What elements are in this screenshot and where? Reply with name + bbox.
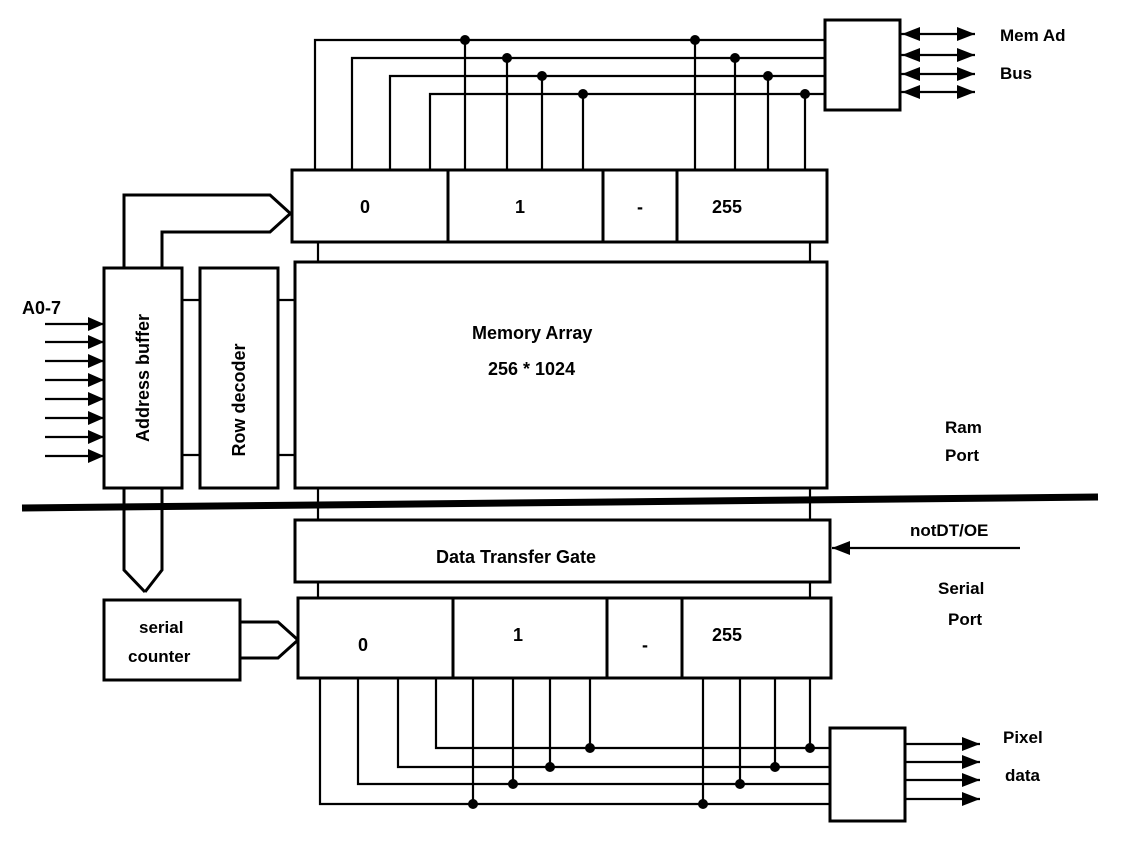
mem-ad-bus-buffer bbox=[823, 18, 902, 112]
address-input-arrows bbox=[45, 317, 104, 463]
bottom-register-cell-1: 1 bbox=[513, 625, 523, 645]
serial-label: Serial bbox=[938, 579, 984, 598]
bottom-register: 0 1 - 255 bbox=[296, 596, 833, 680]
top-register-cell-dash: - bbox=[637, 197, 643, 217]
pixel-data-arrows bbox=[905, 737, 980, 806]
data-label: data bbox=[1005, 766, 1041, 785]
top-register-cell-0: 0 bbox=[360, 197, 370, 217]
top-bus-wiring bbox=[313, 35, 825, 170]
pixel-output-buffer bbox=[828, 726, 907, 823]
top-register: 0 1 - 255 bbox=[290, 168, 829, 244]
row-decoder-label: Row decoder bbox=[229, 343, 249, 456]
buffer-decoder-links bbox=[182, 298, 295, 457]
address-to-serial-counter-route bbox=[122, 488, 164, 594]
bottom-register-cell-255: 255 bbox=[712, 625, 742, 645]
port-divider bbox=[21, 493, 1099, 512]
address-buffer bbox=[102, 266, 184, 490]
address-buffer-label: Address buffer bbox=[133, 314, 153, 442]
data-transfer-gate-label: Data Transfer Gate bbox=[436, 547, 596, 567]
bottom-register-cell-dash: - bbox=[642, 635, 648, 655]
serial-counter bbox=[102, 598, 242, 682]
a0-7-label: A0-7 bbox=[22, 298, 61, 318]
bus-label: Bus bbox=[1000, 64, 1032, 83]
not-dt-oe-label: notDT/OE bbox=[910, 521, 988, 540]
address-to-top-register-route bbox=[122, 193, 294, 268]
memory-array-size: 256 * 1024 bbox=[488, 359, 575, 379]
not-dt-oe-arrow bbox=[832, 541, 850, 555]
serial-counter-line2: counter bbox=[128, 647, 191, 666]
serial-port-label: Port bbox=[948, 610, 982, 629]
mem-ad-label: Mem Ad bbox=[1000, 26, 1066, 45]
serial-counter-line1: serial bbox=[139, 618, 183, 637]
memory-array bbox=[293, 260, 829, 490]
top-register-cell-255: 255 bbox=[712, 197, 742, 217]
top-register-cell-1: 1 bbox=[515, 197, 525, 217]
row-decoder bbox=[198, 266, 280, 490]
bottom-bus-wiring bbox=[318, 678, 830, 809]
data-transfer-gate bbox=[293, 518, 832, 584]
serial-counter-to-register-route bbox=[240, 620, 300, 660]
memory-array-title: Memory Array bbox=[472, 323, 592, 343]
pixel-label: Pixel bbox=[1003, 728, 1043, 747]
ram-port-label: Port bbox=[945, 446, 979, 465]
mem-ad-bus-arrows bbox=[900, 27, 975, 99]
ram-label: Ram bbox=[945, 418, 982, 437]
bottom-register-cell-0: 0 bbox=[358, 635, 368, 655]
